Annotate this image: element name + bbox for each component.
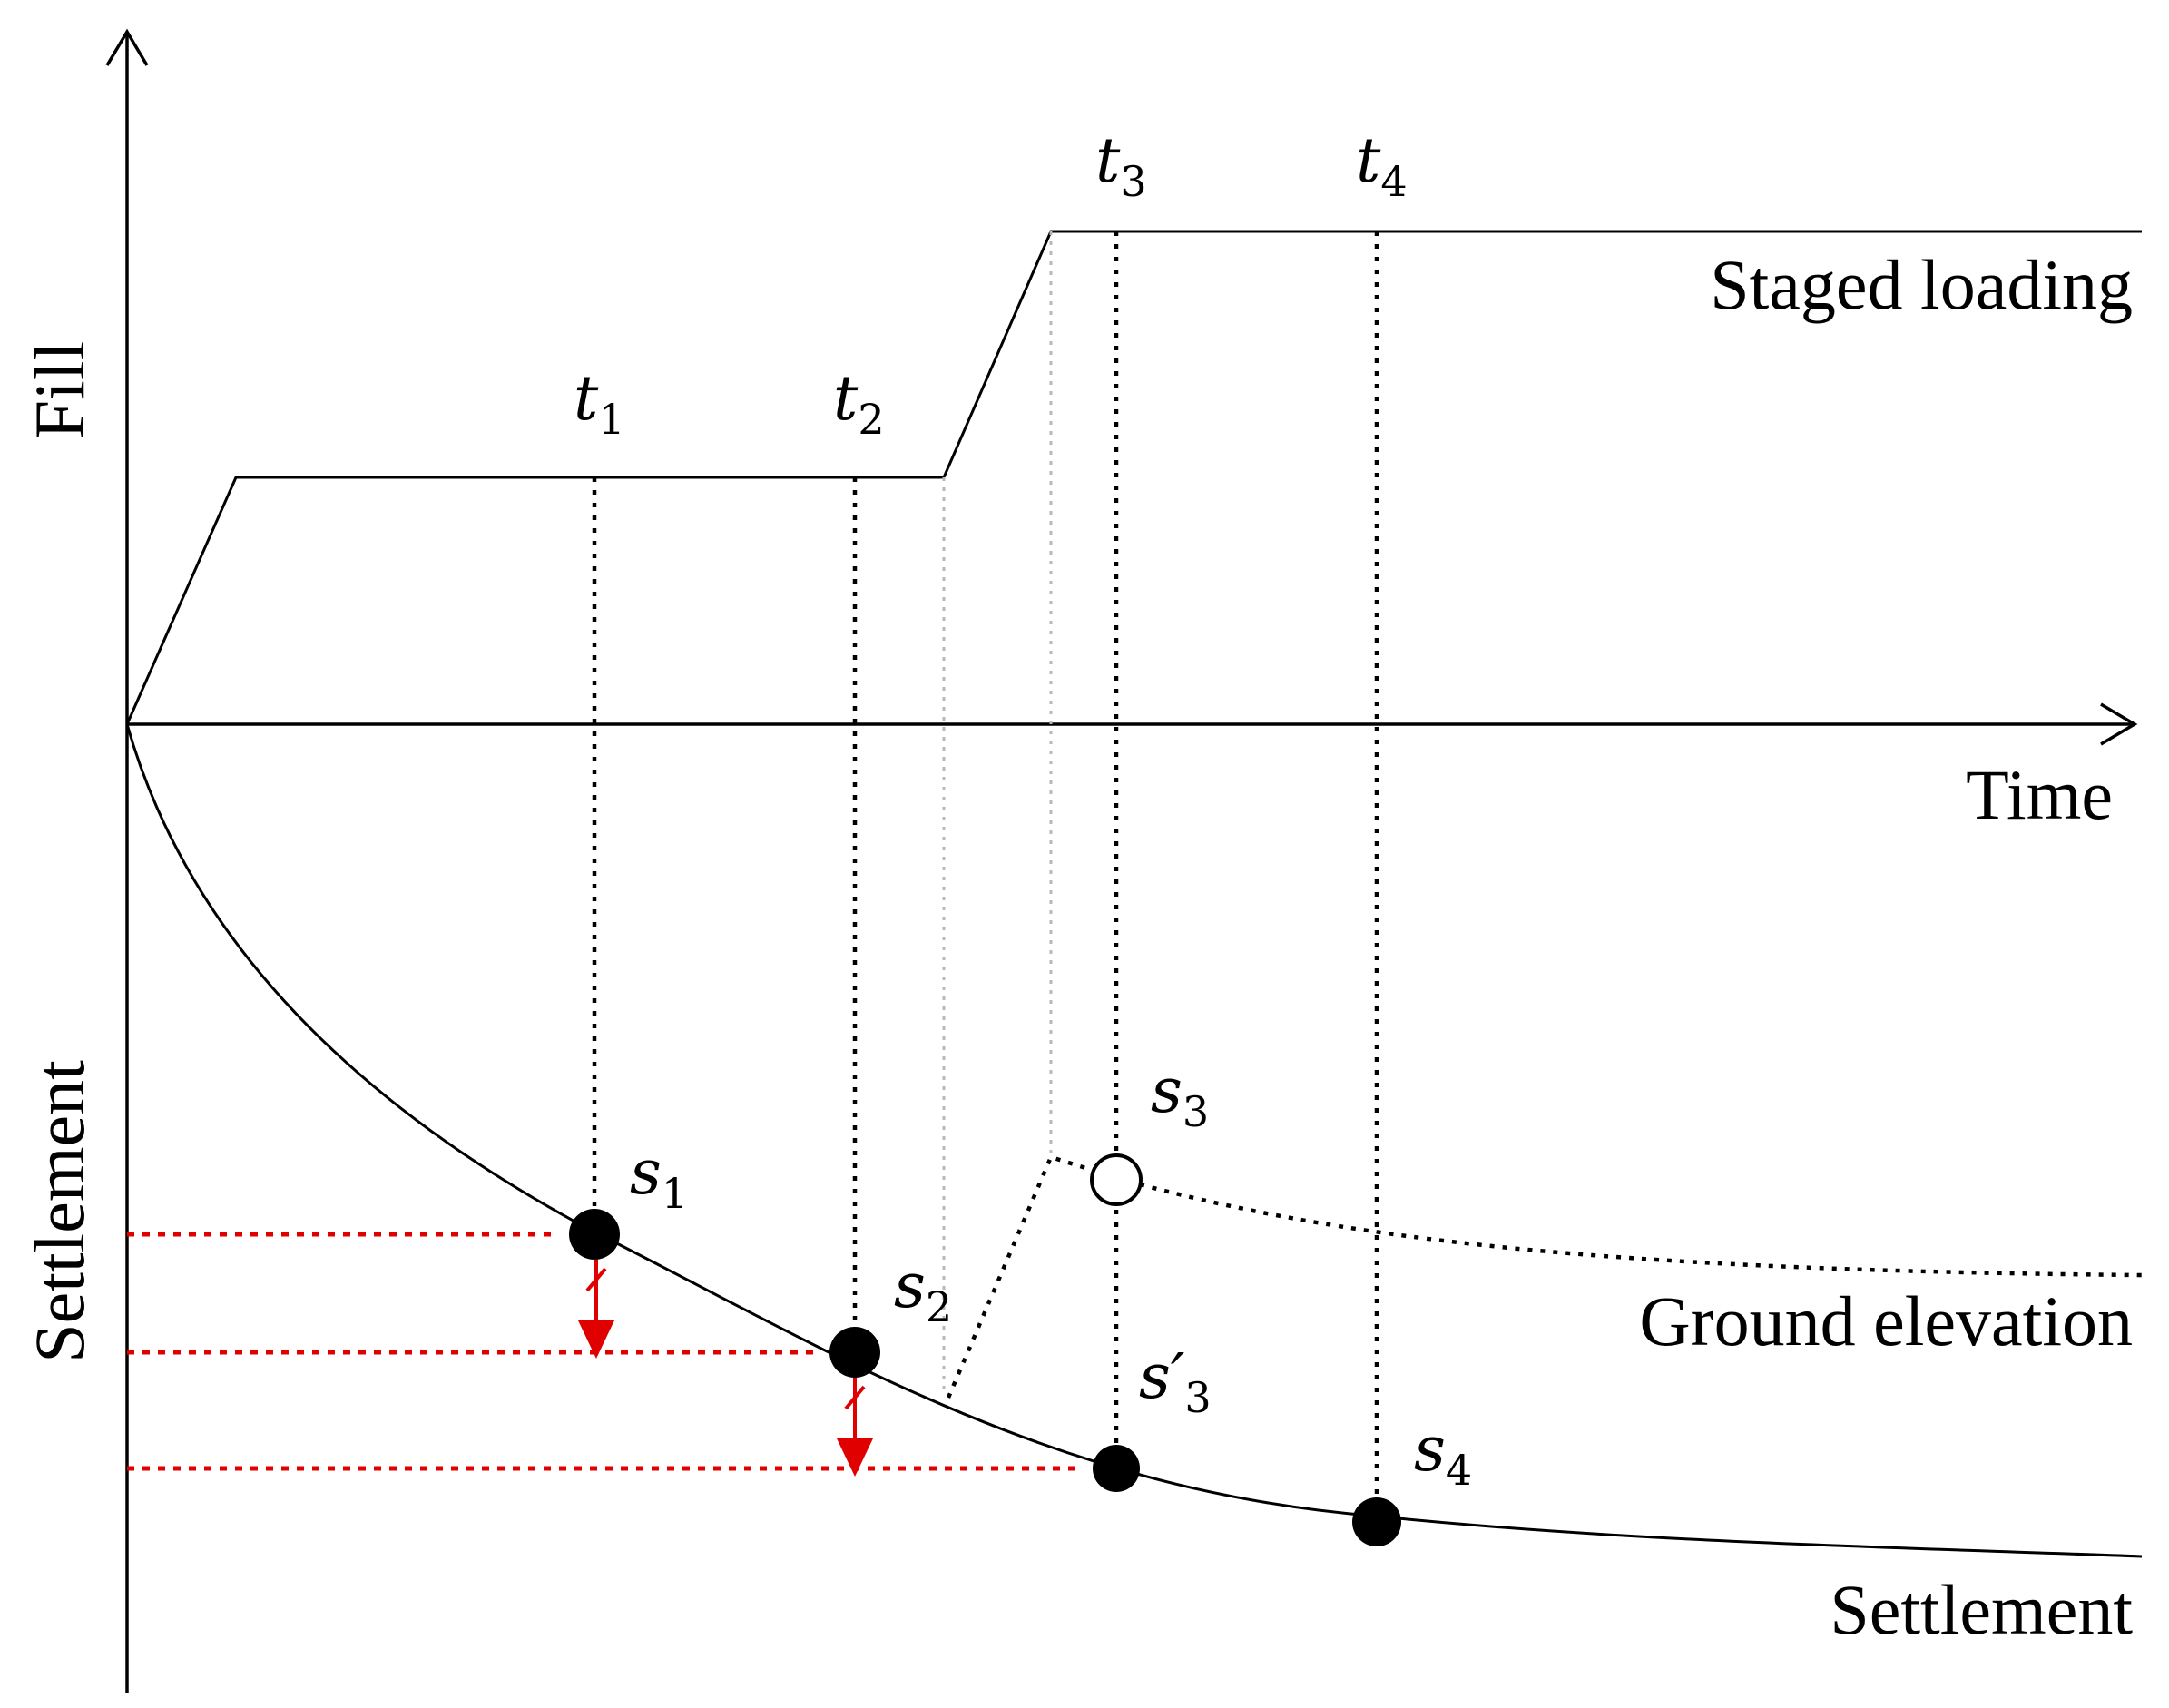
- point-s4: [1352, 1497, 1401, 1546]
- settlement-curve: [125, 723, 2143, 1558]
- label-t4: t4: [1356, 125, 1408, 206]
- label-s3-prime: s′3: [1139, 1341, 1212, 1422]
- y-axis-label-settlement: Settlement: [20, 1060, 99, 1363]
- ground-elevation-label: Ground elevation: [1639, 1281, 2133, 1360]
- label-s3: s3: [1151, 1055, 1209, 1136]
- red-arrow-s2-to-s3-prime: [837, 1372, 873, 1477]
- x-axis-label-time: Time: [1966, 755, 2113, 834]
- label-t3: t3: [1095, 125, 1147, 206]
- point-s1: [569, 1209, 620, 1260]
- staged-loading-label: Staged loading: [1710, 245, 2133, 324]
- red-arrow-s1-to-s2: [578, 1254, 614, 1359]
- point-s3-prime: [1093, 1445, 1140, 1492]
- y-axis-label-fill: Fill: [20, 341, 99, 439]
- label-s4: s4: [1414, 1414, 1472, 1495]
- label-s2: s2: [894, 1251, 952, 1331]
- label-t2: t2: [833, 363, 885, 444]
- settlement-curve-label: Settlement: [1830, 1570, 2133, 1649]
- axes: [105, 28, 2138, 1693]
- x-axis-arrowhead: [2100, 702, 2138, 746]
- ground-elevation-curve: [1139, 1182, 2143, 1278]
- y-axis-arrowhead: [105, 28, 149, 66]
- label-s1: s1: [630, 1137, 688, 1218]
- point-s3-open: [1090, 1153, 1143, 1206]
- ground-elevation-line: [946, 1154, 1113, 1399]
- point-s2: [829, 1327, 880, 1378]
- label-t1: t1: [574, 363, 625, 444]
